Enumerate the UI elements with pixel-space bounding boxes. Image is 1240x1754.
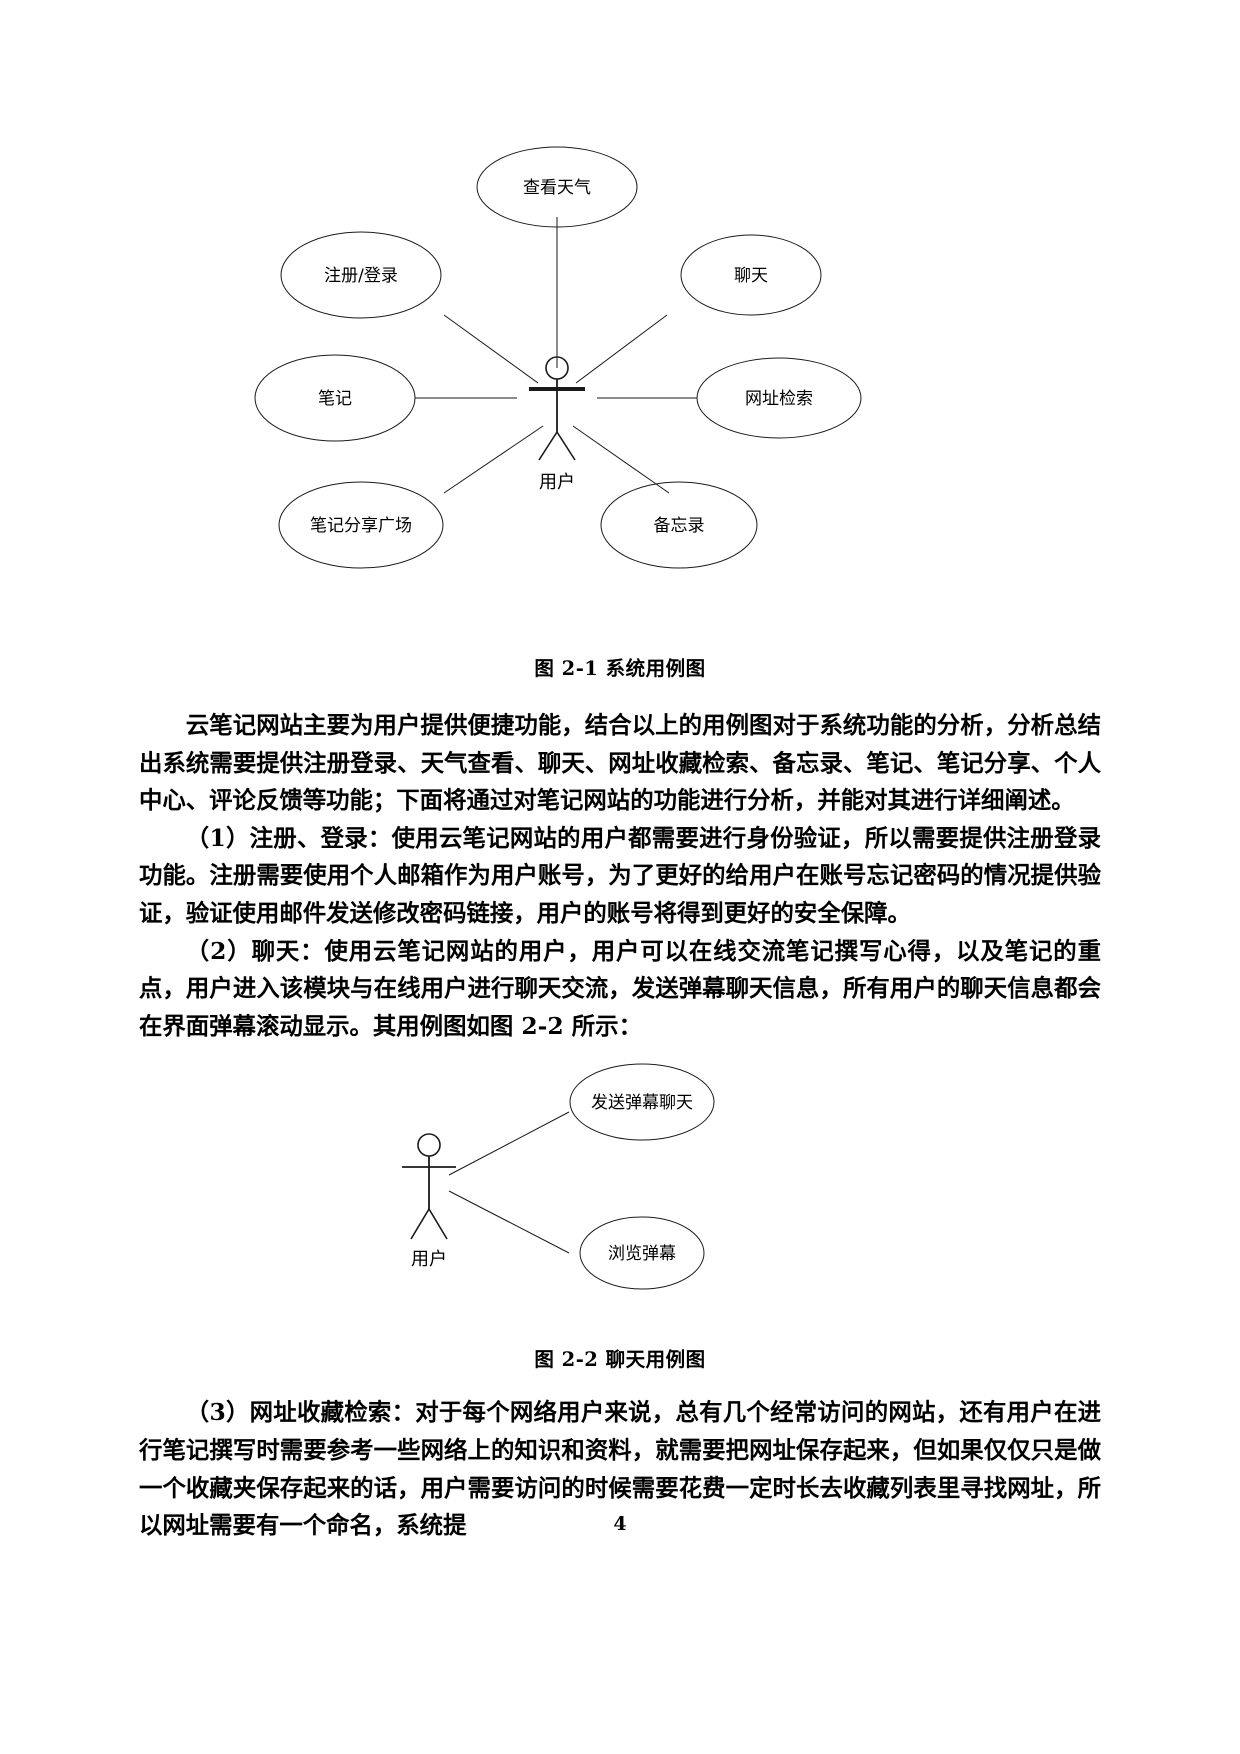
use-case-ellipse bbox=[696, 357, 862, 439]
use-case-label: 查看天气 bbox=[523, 178, 591, 198]
actor-leg-left bbox=[410, 1208, 430, 1240]
use-case-register-login[interactable]: 注册/登录 bbox=[280, 231, 442, 319]
line-actor-send-danmaku bbox=[448, 1111, 570, 1176]
use-case-label: 聊天 bbox=[734, 266, 768, 286]
use-case-ellipse bbox=[476, 146, 638, 228]
use-case-ellipse bbox=[579, 1216, 705, 1290]
use-case-label: 网址检索 bbox=[745, 389, 813, 409]
paragraph-block-2: （3）网址收藏检索：对于每个网络用户来说，总有几个经常访问的网站，还有用户在进行… bbox=[139, 1394, 1101, 1544]
line-actor-browse-danmaku bbox=[448, 1190, 570, 1254]
actor-user[interactable]: 用户 bbox=[529, 356, 585, 493]
paragraph-item-3: （3）网址收藏检索：对于每个网络用户来说，总有几个经常访问的网站，还有用户在进行… bbox=[139, 1398, 1101, 1540]
use-case-label: 笔记分享广场 bbox=[310, 516, 412, 536]
page-number: 4 bbox=[613, 1513, 627, 1535]
paragraph-item-1: （1）注册、登录：使用云笔记网站的用户都需要进行身份验证，所以需要提供注册登录功… bbox=[139, 823, 1101, 927]
use-case-browse-danmaku[interactable]: 浏览弹幕 bbox=[579, 1216, 705, 1290]
use-case-ellipse bbox=[278, 481, 444, 569]
use-case-label: 注册/登录 bbox=[324, 266, 398, 286]
system-use-case-diagram: 查看天气 注册/登录 聊天 笔记 bbox=[139, 140, 1101, 630]
actor-user[interactable]: 用户 bbox=[402, 1133, 456, 1270]
use-case-ellipse bbox=[569, 1063, 715, 1141]
paragraph-block-1: 云笔记网站主要为用户提供便捷功能，结合以上的用例图对于系统功能的分析，分析总结出… bbox=[139, 707, 1101, 1045]
use-case-label: 备忘录 bbox=[654, 516, 705, 536]
paragraph-item-2: （2）聊天：使用云笔记网站的用户，用户可以在线交流笔记撰写心得，以及笔记的重点，… bbox=[139, 936, 1101, 1040]
line-actor-chat bbox=[575, 314, 668, 384]
actor-leg-left bbox=[538, 431, 558, 461]
figure-2-caption: 图 2-2 聊天用例图 bbox=[534, 1348, 706, 1372]
use-case-send-danmaku[interactable]: 发送弹幕聊天 bbox=[569, 1063, 715, 1141]
use-case-chat[interactable]: 聊天 bbox=[680, 234, 822, 316]
figure-1-caption: 图 2-1 系统用例图 bbox=[534, 657, 706, 680]
use-case-ellipse bbox=[254, 354, 416, 442]
use-case-memo[interactable]: 备忘录 bbox=[600, 481, 758, 569]
use-case-ellipse bbox=[600, 481, 758, 569]
page-content: 查看天气 注册/登录 聊天 笔记 bbox=[139, 0, 1101, 1545]
use-case-label: 发送弹幕聊天 bbox=[591, 1093, 693, 1113]
actor-leg-right bbox=[428, 1208, 448, 1240]
actor-head-icon bbox=[417, 1133, 441, 1158]
use-case-note-share-plaza[interactable]: 笔记分享广场 bbox=[278, 481, 444, 569]
actor-leg-right bbox=[556, 431, 576, 461]
actor-label: 用户 bbox=[539, 472, 575, 493]
actor-label: 用户 bbox=[411, 1249, 447, 1270]
use-case-diagram-1-svg: 查看天气 注册/登录 聊天 笔记 bbox=[254, 146, 862, 569]
line-actor-register bbox=[443, 314, 539, 384]
use-case-diagram-2-svg: 发送弹幕聊天 浏览弹幕 用户 bbox=[402, 1063, 715, 1290]
chat-use-case-diagram: 发送弹幕聊天 浏览弹幕 用户 bbox=[139, 1057, 1101, 1317]
use-case-url-search[interactable]: 网址检索 bbox=[696, 357, 862, 439]
use-case-label: 浏览弹幕 bbox=[608, 1244, 676, 1264]
association-lines bbox=[448, 1111, 570, 1254]
association-lines bbox=[415, 217, 697, 494]
use-case-weather[interactable]: 查看天气 bbox=[476, 146, 638, 228]
line-actor-share bbox=[443, 425, 544, 494]
use-case-ellipse bbox=[280, 231, 442, 319]
paragraph-intro: 云笔记网站主要为用户提供便捷功能，结合以上的用例图对于系统功能的分析，分析总结出… bbox=[139, 711, 1101, 815]
use-case-ellipse bbox=[680, 234, 822, 316]
use-case-note[interactable]: 笔记 bbox=[254, 354, 416, 442]
line-actor-memo bbox=[572, 425, 670, 494]
use-case-label: 笔记 bbox=[318, 389, 352, 409]
